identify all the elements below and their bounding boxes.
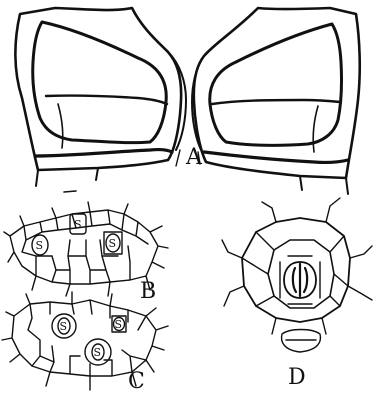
panel-b-stoma-left: S <box>32 235 48 255</box>
panel-d-pore <box>293 264 307 296</box>
stoma-mark-c3: S <box>94 346 102 359</box>
panel-label-b: B <box>140 279 156 304</box>
left-guard-cell-outer-wall <box>15 8 181 170</box>
panel-b-epidermis: S S S B <box>4 202 168 304</box>
panel-c-epidermis: S S S C <box>2 292 168 394</box>
panel-c-stoma-left: S <box>52 314 76 338</box>
panel-a-guard-cells: A <box>15 8 359 194</box>
panel-c-stoma-lower: S <box>85 339 111 365</box>
panel-label-c: C <box>128 369 145 394</box>
left-guard-cell-lumen <box>33 22 166 143</box>
right-guard-cell-inner-ledge <box>212 100 340 104</box>
left-guard-cell-bottom-wall <box>36 150 172 156</box>
scale-dash <box>64 191 76 192</box>
stoma-mark-b1: S <box>36 239 44 252</box>
right-guard-cell-lumen <box>210 24 342 145</box>
right-guard-cell-bottom-wall <box>204 152 348 162</box>
left-guard-cell-inner-ledge <box>46 96 167 104</box>
stoma-mark-c2: S <box>115 318 123 331</box>
left-lower-contour <box>58 104 63 148</box>
panel-label-d: D <box>288 365 306 390</box>
panel-b-stoma-right: S <box>104 232 122 254</box>
right-lower-contour <box>313 106 318 152</box>
stoma-mark-b3: S <box>109 237 117 250</box>
panel-label-a: A <box>185 145 203 170</box>
panel-d-stoma-complex: D <box>222 198 372 390</box>
stoma-mark-b2: S <box>74 218 82 231</box>
stoma-mark-c1: S <box>60 320 68 333</box>
panel-d-lower-cell <box>282 330 321 353</box>
panel-c-stoma-upper-right: S <box>112 316 126 332</box>
